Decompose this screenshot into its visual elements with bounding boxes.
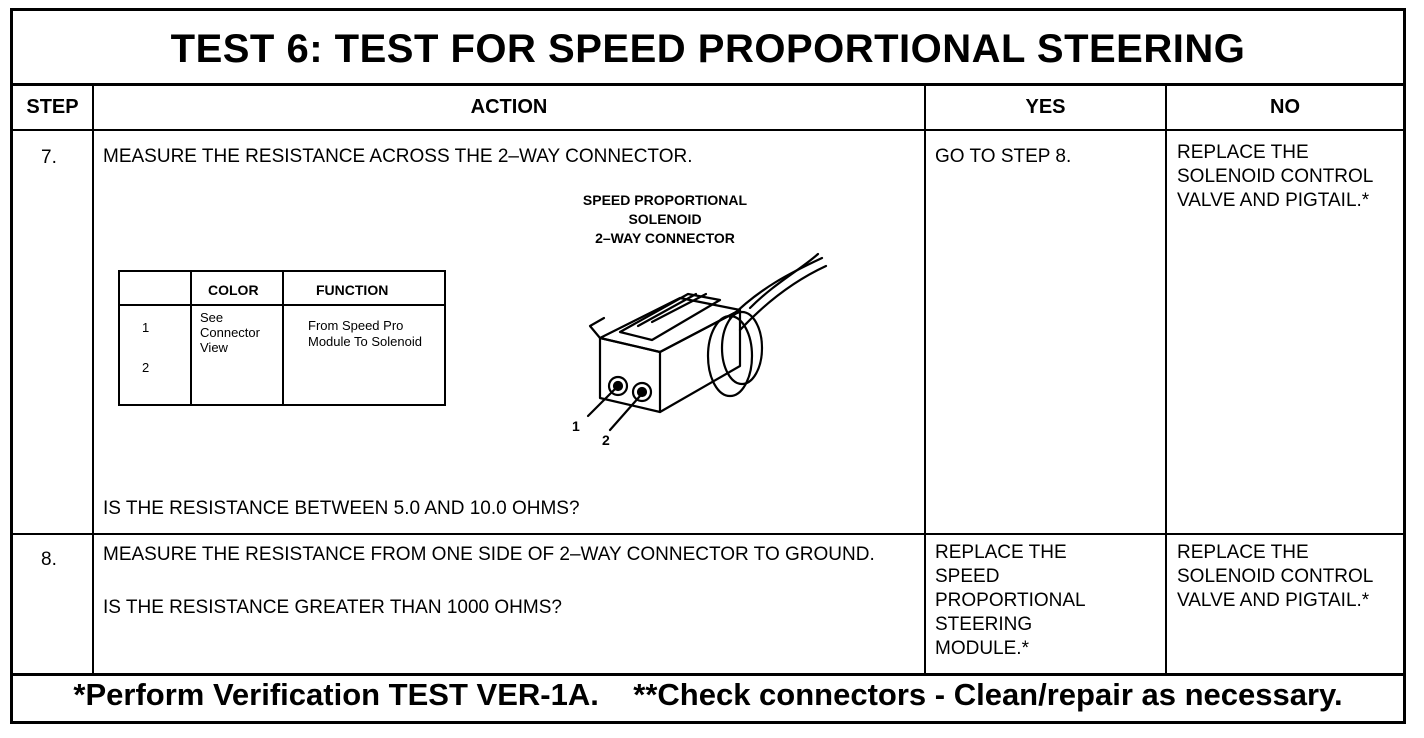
connector-label-line3: 2–WAY CONNECTOR (595, 230, 735, 246)
col-divider-action (924, 86, 926, 673)
pin-function-table: COLOR FUNCTION 1 2 See Connector View Fr… (118, 270, 446, 406)
test-table-frame: TEST 6: TEST FOR SPEED PROPORTIONAL STEE… (10, 8, 1406, 724)
pin-table-color-see: See (200, 310, 224, 325)
page-title: TEST 6: TEST FOR SPEED PROPORTIONAL STEE… (170, 27, 1246, 71)
pin-table-function-line2: Module To Solenoid (308, 334, 422, 349)
footer-note: *Perform Verification TEST VER-1A. **Che… (73, 677, 1343, 712)
pin-table-function-line1: From Speed Pro (308, 318, 404, 333)
row-8-yes: REPLACE THE SPEED PROPORTIONAL STEERING … (935, 542, 1085, 659)
connector-label: SPEED PROPORTIONAL SOLENOID 2–WAY CONNEC… (560, 191, 770, 248)
row-7-action: MEASURE THE RESISTANCE ACROSS THE 2–WAY … (103, 146, 693, 167)
pin-table-pin-2: 2 (142, 360, 150, 375)
row-7-question: IS THE RESISTANCE BETWEEN 5.0 AND 10.0 O… (103, 498, 580, 519)
pin-table-divider-2 (282, 272, 284, 404)
row-7-no: REPLACE THE SOLENOID CONTROL VALVE AND P… (1177, 142, 1373, 211)
connector-label-line1: SPEED PROPORTIONAL (582, 192, 748, 208)
pin-table-divider-1 (190, 272, 192, 404)
rule-between-rows (13, 533, 1403, 535)
row-8-action: MEASURE THE RESISTANCE FROM ONE SIDE OF … (103, 544, 875, 565)
pin-table-pin-1: 1 (142, 320, 150, 335)
pin-table-color-connector: Connector (200, 325, 260, 340)
connector-pin-1-label: 1 (572, 418, 580, 434)
header-step: STEP (26, 96, 79, 118)
row-7-step: 7. (41, 147, 57, 168)
rule-under-title (13, 83, 1403, 86)
connector-illustration (586, 252, 828, 432)
pin-table-color-header: COLOR (208, 282, 259, 298)
row-8-step: 8. (41, 549, 57, 570)
rule-under-header (13, 129, 1403, 131)
connector-pin-2-label: 2 (602, 432, 610, 448)
pin-table-function-header: FUNCTION (316, 282, 389, 298)
header-yes: YES (1025, 96, 1066, 118)
row-7-yes: GO TO STEP 8. (935, 146, 1072, 167)
header-no: NO (1270, 96, 1300, 118)
row-8-no: REPLACE THE SOLENOID CONTROL VALVE AND P… (1177, 542, 1373, 611)
col-divider-step (92, 86, 94, 673)
pin-table-color-view: View (200, 340, 228, 355)
connector-label-line2: SOLENOID (628, 211, 702, 227)
col-divider-yes (1165, 86, 1167, 673)
header-action: ACTION (470, 96, 548, 118)
row-8-question: IS THE RESISTANCE GREATER THAN 1000 OHMS… (103, 597, 562, 618)
pin-table-header-rule (120, 304, 444, 306)
rule-above-footer (13, 673, 1403, 676)
